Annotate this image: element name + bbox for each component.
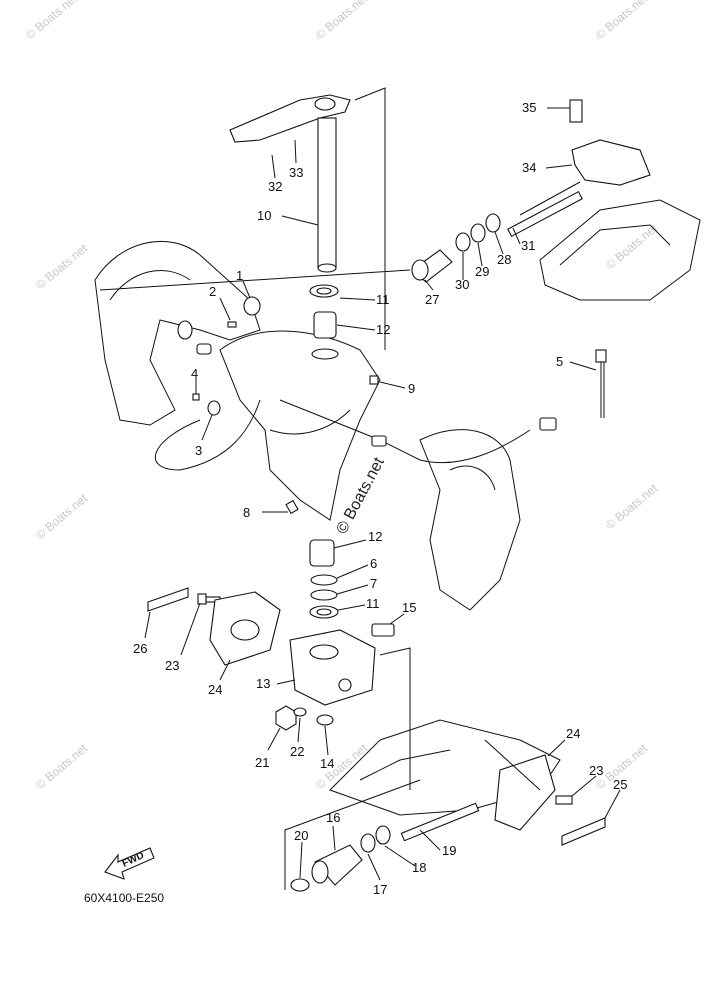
callout-17: 17: [373, 882, 387, 897]
callout-23: 23: [165, 658, 179, 673]
callout-23-right: 23: [589, 763, 603, 778]
callout-20: 20: [294, 828, 308, 843]
callout-22: 22: [290, 744, 304, 759]
callout-24-right: 24: [566, 726, 580, 741]
callout-12-lower: 12: [368, 529, 382, 544]
watermark: © Boats.net: [33, 741, 91, 793]
callout-28: 28: [497, 252, 511, 267]
watermark: © Boats.net: [593, 0, 651, 42]
callout-12: 12: [376, 322, 390, 337]
callout-34: 34: [522, 160, 536, 175]
callout-13: 13: [256, 676, 270, 691]
callout-11-lower: 11: [366, 596, 380, 611]
steering-arm-group: [229, 87, 386, 350]
callout-26: 26: [133, 641, 147, 656]
wire-harness-group: [279, 399, 557, 464]
callout-11: 11: [376, 292, 390, 307]
screw-8-group: [262, 499, 299, 515]
watermark: © Boats.net: [33, 241, 91, 293]
callout-3: 3: [195, 443, 202, 458]
lower-bushing-group: [309, 539, 339, 619]
left-mount-group: [147, 587, 281, 666]
callout-19: 19: [442, 843, 456, 858]
callout-14: 14: [320, 756, 334, 771]
callout-27: 27: [425, 292, 439, 307]
callout-6: 6: [370, 556, 377, 571]
callout-25: 25: [613, 777, 627, 792]
watermark: © Boats.net: [23, 0, 81, 42]
callout-10: 10: [257, 208, 271, 223]
callout-18: 18: [412, 860, 426, 875]
watermark: © Boats.net: [313, 0, 371, 42]
right-lower-mount-group: [484, 739, 606, 846]
watermark: © Boats.net: [603, 481, 661, 533]
callout-33: 33: [289, 165, 303, 180]
callouts: 35 34 32 33 10 31 28 29 30 27 1 2 11 12 …: [133, 100, 627, 897]
upper-right-mount-group: [99, 99, 651, 291]
callout-8: 8: [243, 505, 250, 520]
lower-mount-group: [284, 779, 480, 892]
callout-31: 31: [521, 238, 535, 253]
callout-35: 35: [522, 100, 536, 115]
callout-2: 2: [209, 284, 216, 299]
callout-24: 24: [208, 682, 222, 697]
callout-1: 1: [236, 268, 243, 283]
callout-9: 9: [408, 381, 415, 396]
callout-16: 16: [326, 810, 340, 825]
callout-5: 5: [556, 354, 563, 369]
housing-outlines: [94, 199, 701, 816]
lower-bracket-group: [275, 623, 411, 790]
callout-32: 32: [268, 179, 282, 194]
callout-4: 4: [191, 366, 198, 381]
callout-29: 29: [475, 264, 489, 279]
watermark: © Boats.net: [33, 491, 91, 543]
upper-bushing-group: [309, 284, 339, 360]
callout-30: 30: [455, 277, 469, 292]
fwd-arrow: FWD: [104, 847, 155, 880]
small-parts-group: [154, 296, 379, 471]
cable-tie-group: [595, 349, 607, 418]
callout-15: 15: [402, 600, 416, 615]
callout-21: 21: [255, 755, 269, 770]
callout-7: 7: [370, 576, 377, 591]
diagram-code: 60X4100-E250: [84, 891, 164, 905]
